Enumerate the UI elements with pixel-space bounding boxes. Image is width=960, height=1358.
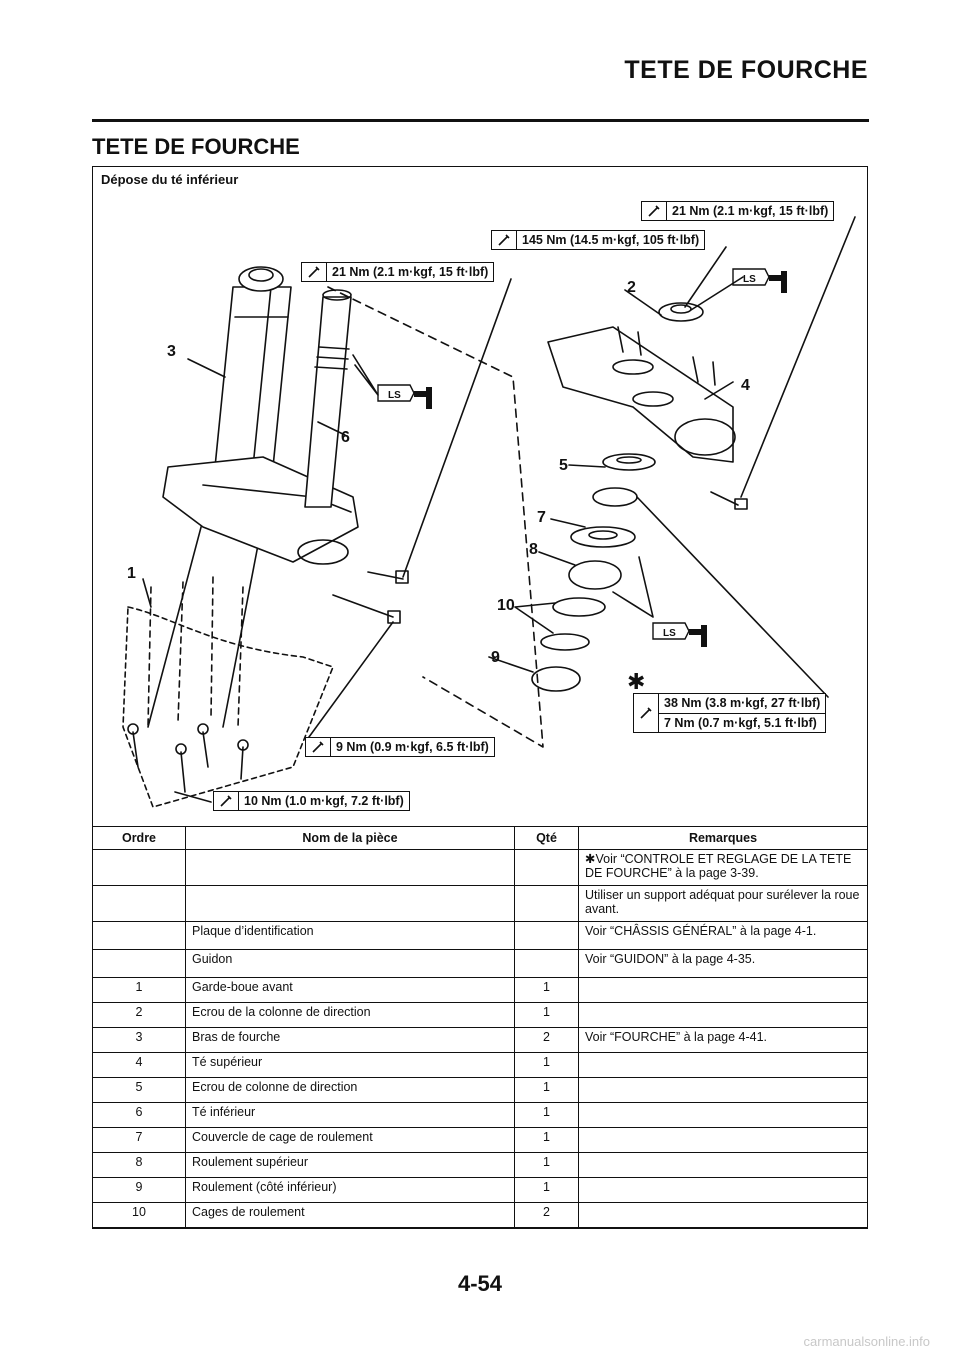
wrench-icon (634, 694, 659, 732)
wrench-icon (492, 231, 517, 249)
table-header-row: Ordre Nom de la pièce Qté Remarques (93, 826, 867, 850)
table-row: 8 Roulement supérieur 1 (93, 1152, 867, 1178)
table-row: 3 Bras de fourche 2 Voir “FOURCHE” à la … (93, 1027, 867, 1053)
section-title: TETE DE FOURCHE (92, 134, 300, 159)
svg-text:LS: LS (743, 274, 756, 285)
torque-label-brake-hose-bolt: 9 Nm (0.9 m·kgf, 6.5 ft·lbf) (305, 737, 495, 757)
wrench-icon (302, 263, 327, 281)
table-row: 2 Ecrou de la colonne de direction 1 (93, 1002, 867, 1028)
callout-8: 8 (529, 541, 538, 558)
callout-6: 6 (341, 429, 350, 446)
torque-label-lower-bracket-bolt: 21 Nm (2.1 m·kgf, 15 ft·lbf) (301, 262, 495, 282)
torque-value-second: 7 Nm (0.7 m·kgf, 5.1 ft·lbf) (664, 715, 817, 730)
page-number: 4-54 (457, 1271, 503, 1296)
table-row: 9 Roulement (côté inférieur) 1 (93, 1177, 867, 1203)
ls-grease-symbols: LS LS LS (377, 268, 787, 647)
torque-value-first: 38 Nm (3.8 m·kgf, 27 ft·lbf) (659, 694, 826, 714)
torque-label-ring-nut: 38 Nm (3.8 m·kgf, 27 ft·lbf) 7 Nm (0.7 m… (633, 693, 827, 733)
table-row: 7 Couvercle de cage de roulement 1 (93, 1127, 867, 1153)
exploded-diagram: LS LS LS ✱ (122, 216, 856, 808)
torque-label-fender-bolt: 10 Nm (1.0 m·kgf, 7.2 ft·lbf) (213, 791, 410, 811)
wrench-icon (214, 792, 239, 810)
svg-text:LS: LS (388, 390, 401, 401)
callout-10: 10 (497, 597, 515, 614)
callout-2: 2 (627, 279, 636, 296)
col-header-remarks: Remarques (578, 826, 867, 850)
header-rule (92, 119, 869, 122)
running-header-title: TETE DE FOURCHE (624, 56, 868, 84)
col-header-part-name: Nom de la pièce (185, 826, 515, 850)
callout-3: 3 (167, 343, 176, 360)
callout-4: 4 (741, 377, 750, 394)
table-row: 4 Té supérieur 1 (93, 1052, 867, 1078)
table-row: 10 Cages de roulement 2 (93, 1202, 867, 1228)
table-row: 5 Ecrou de colonne de direction 1 (93, 1077, 867, 1103)
table-row: 6 Té inférieur 1 (93, 1102, 867, 1128)
table-row: Guidon Voir “GUIDON” à la page 4-35. (93, 949, 867, 978)
watermark: carmanualsonline.info (803, 1334, 930, 1349)
torque-label-steering-nut: 145 Nm (14.5 m·kgf, 105 ft·lbf) (491, 230, 706, 250)
callout-7: 7 (537, 509, 546, 526)
procedure-subheading: Dépose du té inférieur (101, 172, 239, 187)
asterisk-mark: ✱ (627, 670, 645, 695)
torque-label-top-nut-bolt: 21 Nm (2.1 m·kgf, 15 ft·lbf) (641, 201, 835, 221)
exploded-view-frame: Dépose du té inférieur (92, 166, 868, 1229)
callout-5: 5 (559, 457, 568, 474)
table-row: Plaque d’identification Voir “CHÂSSIS GÉ… (93, 921, 867, 950)
wrench-icon (642, 202, 667, 220)
col-header-qty: Qté (514, 826, 579, 850)
parts-table: Ordre Nom de la pièce Qté Remarques ✱Voi… (93, 826, 867, 1228)
svg-text:LS: LS (663, 628, 676, 639)
table-row: Utiliser un support adéquat pour surélev… (93, 885, 867, 922)
wrench-icon (306, 738, 331, 756)
table-row: 1 Garde-boue avant 1 (93, 977, 867, 1003)
callout-9: 9 (491, 649, 500, 666)
table-row: ✱Voir “CONTROLE ET REGLAGE DE LA TETE DE… (93, 849, 867, 886)
callout-1: 1 (127, 565, 136, 582)
col-header-order: Ordre (93, 826, 186, 850)
